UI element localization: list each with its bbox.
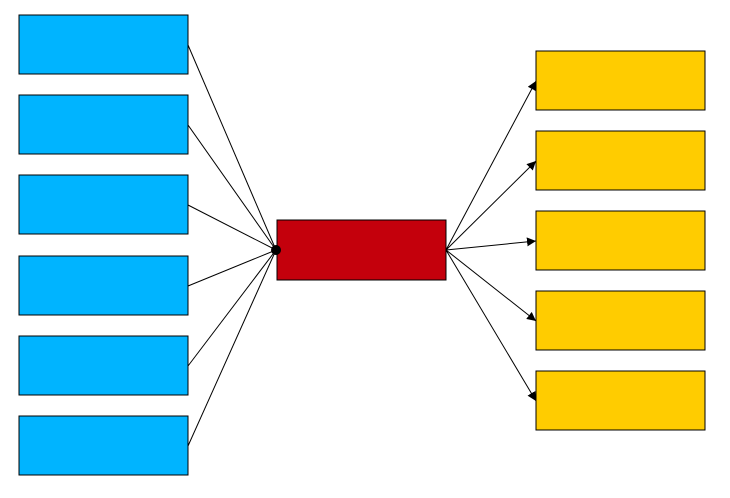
input-1-box	[18, 14, 189, 75]
output-connectors	[445, 80, 537, 402]
output-1-arrow	[445, 80, 537, 251]
output-3-arrow	[445, 237, 537, 251]
input-4-connector	[187, 249, 277, 287]
output-2-arrow	[445, 160, 537, 251]
input-6-connector	[187, 249, 277, 447]
input-boxes	[18, 14, 189, 476]
input-3-box	[18, 174, 189, 235]
output-4-arrow	[445, 249, 537, 322]
input-2-box	[18, 94, 189, 155]
output-3-box	[535, 210, 706, 271]
input-6-box	[18, 415, 189, 476]
input-1-connector	[187, 44, 277, 251]
input-2-connector	[187, 124, 277, 251]
input-4-box	[18, 255, 189, 316]
hub-box	[276, 219, 447, 281]
hub-group	[271, 219, 447, 281]
output-5-arrow	[445, 249, 537, 402]
input-5-box	[18, 335, 189, 396]
input-3-connector	[187, 204, 277, 251]
output-1-box	[535, 50, 706, 111]
output-5-box	[535, 370, 706, 431]
input-connectors	[187, 44, 277, 447]
output-boxes	[535, 50, 706, 431]
junction-dot	[271, 245, 281, 255]
output-2-box	[535, 130, 706, 191]
output-4-box	[535, 290, 706, 351]
input-5-connector	[187, 249, 277, 367]
